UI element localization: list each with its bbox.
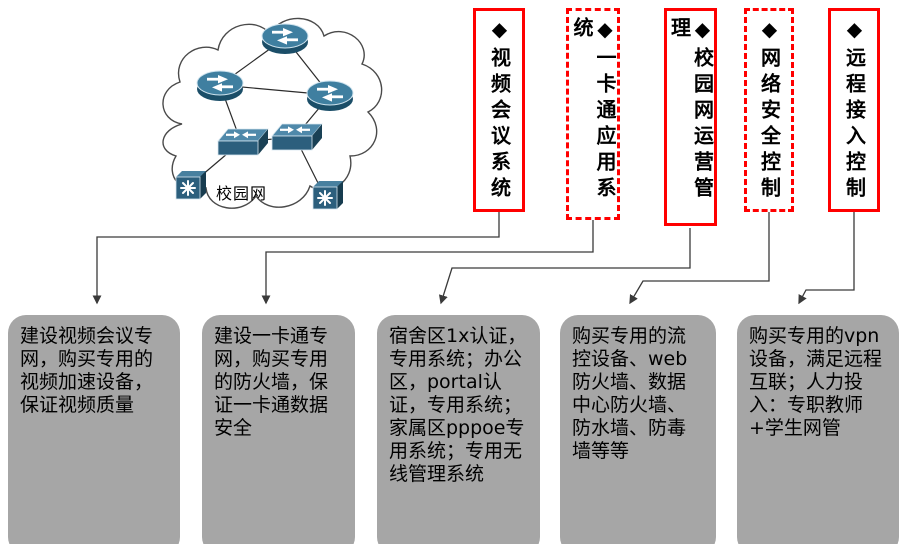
detail-box-security-devices: 购买专用的流控设备、web防火墙、数据中心防火墙、防水墙、防毒墙等等 (560, 315, 716, 544)
detail-box-authentication-systems: 宿舍区1x认证，专用系统；办公区，portal认证，专用系统；家属区pppoe专… (377, 315, 540, 544)
topic-box-video-conference-system: ◆视频会议系统 (473, 8, 525, 212)
topic-box-remote-access-control: ◆远程接入控制 (828, 8, 880, 212)
detail-box-vpn-remote-access: 购买专用的vpn设备，满足远程互联；人力投入：专职教师+学生网管 (737, 315, 899, 544)
arrow-connector (438, 228, 691, 305)
topic-label: ◆网络安全控制 (757, 17, 782, 203)
network-label: 校园网 (216, 184, 268, 203)
arrow-connector (92, 212, 500, 305)
lan-switch-icon (312, 180, 344, 210)
arrow-connector (798, 212, 855, 305)
router-icon (196, 70, 244, 102)
topic-label: ◆视频会议系统 (487, 17, 512, 203)
topic-label: ◆一卡通应用系统 (570, 17, 617, 203)
topic-box-one-card-system: ◆一卡通应用系统 (566, 8, 620, 220)
campus-network-diagram (162, 17, 383, 210)
topic-box-network-security-control: ◆网络安全控制 (744, 8, 794, 212)
detail-box-one-card: 建设一卡通专网，购买专用的防火墙，保证一卡通数据安全 (202, 315, 355, 544)
cloud-shape (162, 17, 383, 209)
topic-box-campus-network-operations: ◆校园网运营管理 (664, 8, 717, 226)
topic-label: ◆远程接入控制 (842, 17, 867, 203)
topic-label: ◆校园网运营管理 (667, 17, 715, 203)
arrow-connector (629, 212, 770, 305)
arrow-connector (261, 212, 594, 305)
switch-icon (217, 128, 269, 156)
switch-icon (271, 123, 323, 151)
lan-switch-icon (175, 170, 207, 200)
detail-box-video-conference: 建设视频会议专网，购买专用的视频加速设备，保证视频质量 (8, 315, 180, 544)
router-icon (261, 23, 309, 55)
router-icon (306, 80, 354, 112)
